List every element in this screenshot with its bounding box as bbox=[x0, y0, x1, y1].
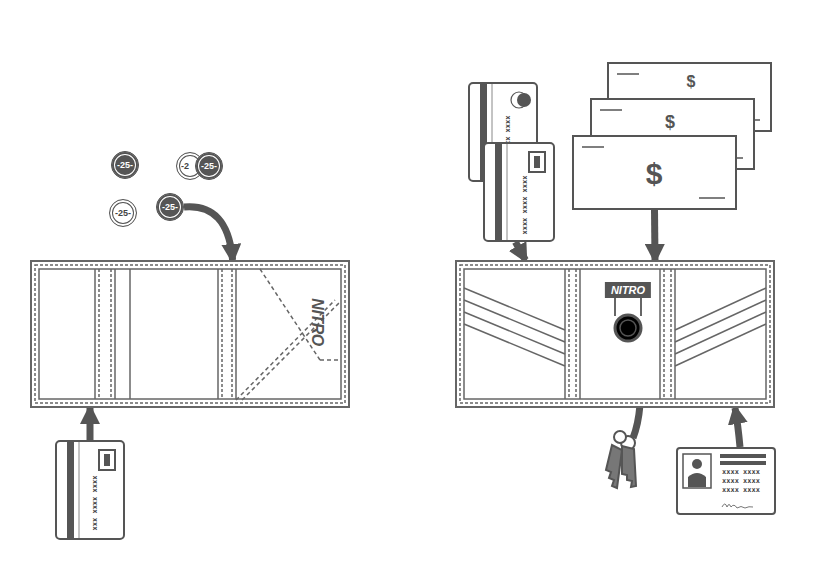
coin-value: -25- bbox=[201, 161, 217, 171]
coin: -25- bbox=[195, 152, 223, 180]
arrow-connector bbox=[651, 210, 659, 260]
brand-logo: NITRO bbox=[308, 298, 326, 345]
wallet: NITRO bbox=[455, 260, 775, 408]
currency-symbol: $ bbox=[687, 74, 696, 90]
arrow-connector bbox=[735, 408, 740, 447]
bank-card: xxxx xxxx xxx bbox=[55, 440, 125, 540]
coin-value: -2 bbox=[181, 161, 189, 171]
coin: -25- bbox=[156, 193, 184, 221]
card-number: xxxx xxxx xxx bbox=[91, 476, 99, 531]
coin: -25- bbox=[109, 199, 137, 227]
id-field: xxxx xxxx bbox=[722, 487, 760, 494]
coin: -25- bbox=[111, 151, 139, 179]
coin-value: -25- bbox=[115, 208, 131, 218]
coin-value: -25- bbox=[162, 202, 178, 212]
card-drawing bbox=[57, 442, 123, 538]
id-field: xxxx xxxx bbox=[722, 478, 760, 485]
coin-value: -25- bbox=[117, 160, 133, 170]
id-card: xxxx xxxx xxxx xxxx xxxx xxxx bbox=[676, 447, 776, 515]
currency-symbol: $ bbox=[646, 159, 663, 189]
arrow-connector bbox=[184, 207, 233, 260]
wallet-drawing bbox=[30, 260, 350, 408]
wallet: NITRO bbox=[30, 260, 350, 408]
brand-logo: NITRO bbox=[605, 282, 651, 298]
banknote: $ bbox=[572, 135, 737, 210]
card-number: xxxx xxxx xxxx bbox=[521, 176, 529, 235]
currency-symbol: $ bbox=[665, 113, 675, 131]
arrow-connector bbox=[87, 408, 94, 440]
card-drawing bbox=[485, 144, 553, 240]
arrow-connector bbox=[515, 242, 525, 260]
bank-card: xxxx xxxx xxxx bbox=[483, 142, 555, 242]
id-field: xxxx xxxx bbox=[722, 469, 760, 476]
